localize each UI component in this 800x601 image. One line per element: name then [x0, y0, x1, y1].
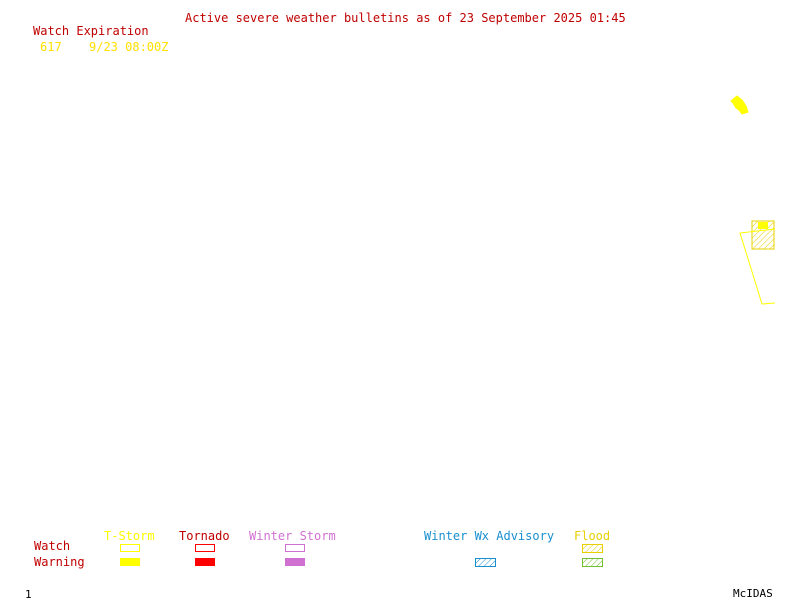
watch-expiration-heading: Watch Expiration: [33, 24, 149, 38]
legend-label-flood: Flood: [574, 529, 611, 543]
legend-label-tornado: Tornado: [179, 529, 230, 543]
warning-polygon-icon: [758, 222, 768, 229]
flood-warning-swatch: [582, 558, 603, 567]
legend-label-tstorm: T-Storm: [104, 529, 155, 543]
software-label: McIDAS: [733, 587, 773, 600]
watch-expiry-time: 9/23 08:00Z: [89, 40, 169, 54]
bulletin-title: Active severe weather bulletins as of 23…: [185, 11, 626, 25]
tornado-warning-swatch: [195, 558, 215, 566]
legend-label-winter-wx-advisory: Winter Wx Advisory: [424, 529, 555, 543]
watch-id: 617: [40, 40, 62, 54]
legend-label-winter-storm: Winter Storm: [249, 529, 336, 543]
winter-storm-watch-swatch: [285, 544, 305, 552]
flood-watch-swatch: [582, 544, 603, 553]
legend-row-watch: Watch: [34, 539, 71, 553]
warning-polygon-icon: [730, 95, 749, 115]
winter-storm-warning-swatch: [285, 558, 305, 566]
legend-row-warning: Warning: [34, 555, 85, 569]
flood-area-icon: [751, 220, 775, 250]
winter-wx-advisory-swatch: [475, 558, 496, 567]
tstorm-warning-swatch: [120, 558, 140, 566]
tstorm-watch-swatch: [120, 544, 140, 552]
tornado-watch-swatch: [195, 544, 215, 552]
frame-number: 1: [25, 588, 32, 601]
watch-polygon-icon: [739, 228, 776, 305]
